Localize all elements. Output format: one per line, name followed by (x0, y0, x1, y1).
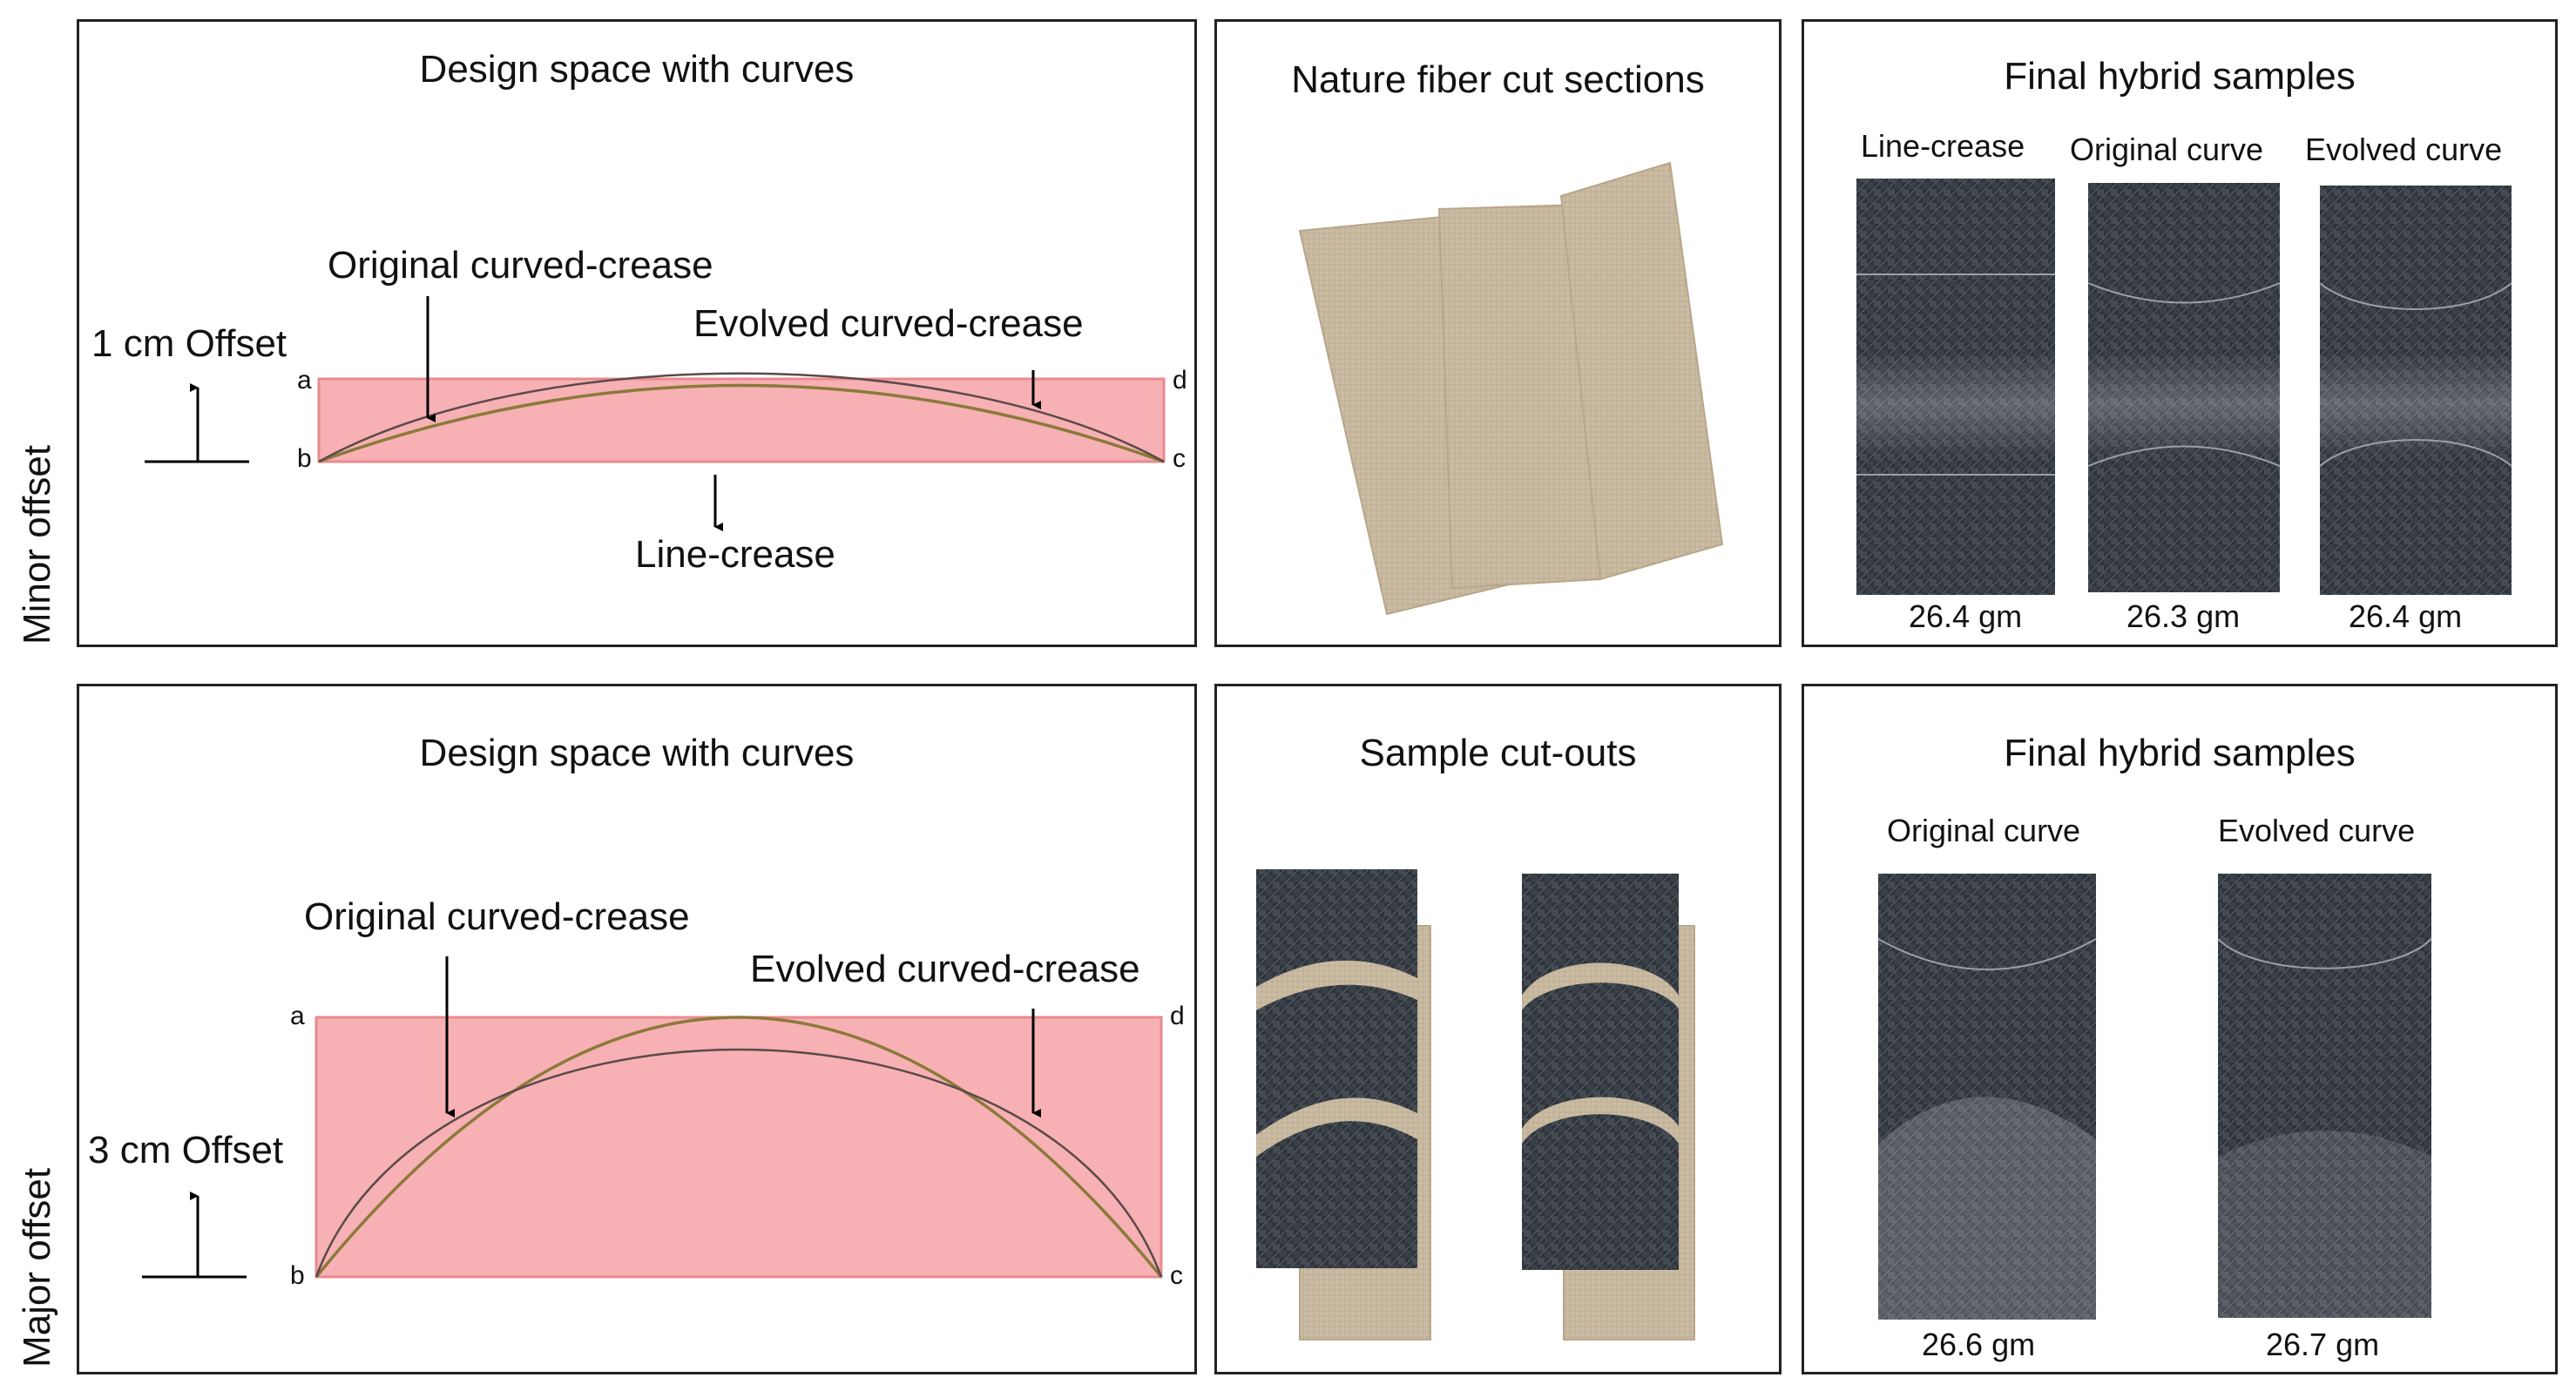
sample-evolved-curve (2217, 874, 2432, 1318)
cutout-pair-original (1256, 869, 1431, 1340)
sample-evolved-curve (2319, 186, 2512, 595)
sample-label: Original curve (1887, 813, 2081, 848)
design-panel-minor: Design space with curves 1 cm Offset Ori… (77, 19, 1197, 647)
evolved-curve (314, 1048, 1163, 1278)
design-diagram-minor (145, 296, 1166, 531)
panel-title: Nature fiber cut sections (1291, 58, 1705, 101)
panel-title: Final hybrid samples (2004, 55, 2356, 98)
hybrid-samples-photo-minor (1856, 179, 2512, 595)
corner-c: c (1173, 444, 1186, 473)
sample-weight: 26.3 gm (2126, 598, 2241, 634)
fiber-sections-panel: Nature fiber cut sections (1214, 19, 1782, 647)
design-rectangle (317, 377, 1166, 463)
sample-weight: 26.4 gm (2349, 598, 2463, 634)
sample-label: Original curve (2070, 132, 2264, 167)
panel-title: Sample cut-outs (1359, 732, 1637, 774)
corner-d: d (1173, 366, 1187, 395)
evolved-curve (318, 372, 1165, 463)
panel-title: Design space with curves (419, 48, 855, 91)
sample-cutouts-photo (1256, 869, 1695, 1340)
original-curve (314, 1016, 1163, 1279)
row-label-minor: Minor offset (16, 444, 58, 645)
fiber-sheet-3 (1559, 161, 1724, 581)
original-curve (318, 383, 1165, 463)
corner-a: a (290, 1002, 305, 1030)
sample-label: Evolved curve (2218, 813, 2416, 848)
sample-label: Evolved curve (2305, 132, 2503, 167)
sample-weight: 26.7 gm (2266, 1327, 2380, 1362)
sample-weight: 26.4 gm (1909, 598, 2023, 634)
hybrid-samples-panel-major: Final hybrid samples Original curve Evol… (1802, 684, 2558, 1374)
row-label-major: Major offset (16, 1167, 58, 1367)
offset-label: 1 cm Offset (91, 322, 287, 365)
original-curve-label: Original curved-crease (328, 244, 713, 287)
sample-label: Line-crease (1861, 128, 2025, 164)
corner-b: b (297, 444, 312, 473)
original-curve-label: Original curved-crease (304, 895, 690, 938)
corner-a: a (297, 366, 312, 395)
corner-b: b (290, 1261, 305, 1290)
sample-line-crease (1856, 179, 2055, 595)
design-panel-major: Design space with curves 3 cm Offset Ori… (77, 684, 1197, 1374)
hybrid-samples-photo-major (1877, 874, 2432, 1320)
offset-label: 3 cm Offset (88, 1129, 284, 1172)
corner-d: d (1170, 1002, 1185, 1030)
hybrid-samples-panel-minor: Final hybrid samples Line-crease Origina… (1802, 19, 2558, 647)
sample-cutouts-panel: Sample cut-outs (1214, 684, 1782, 1374)
design-diagram-major (142, 956, 1163, 1279)
panel-title: Design space with curves (419, 732, 855, 774)
sample-original-curve (2087, 183, 2281, 592)
evolved-curve-label: Evolved curved-crease (750, 948, 1140, 990)
corner-c: c (1170, 1261, 1183, 1290)
fiber-sections-photo (1298, 161, 1724, 616)
sample-original-curve (1877, 874, 2097, 1320)
sample-weight: 26.6 gm (1922, 1327, 2036, 1362)
panel-title: Final hybrid samples (2004, 732, 2356, 774)
evolved-curve-label: Evolved curved-crease (693, 302, 1084, 345)
design-rectangle (314, 1016, 1163, 1279)
line-crease-label: Line-crease (635, 533, 835, 576)
cutout-pair-evolved (1522, 874, 1695, 1340)
